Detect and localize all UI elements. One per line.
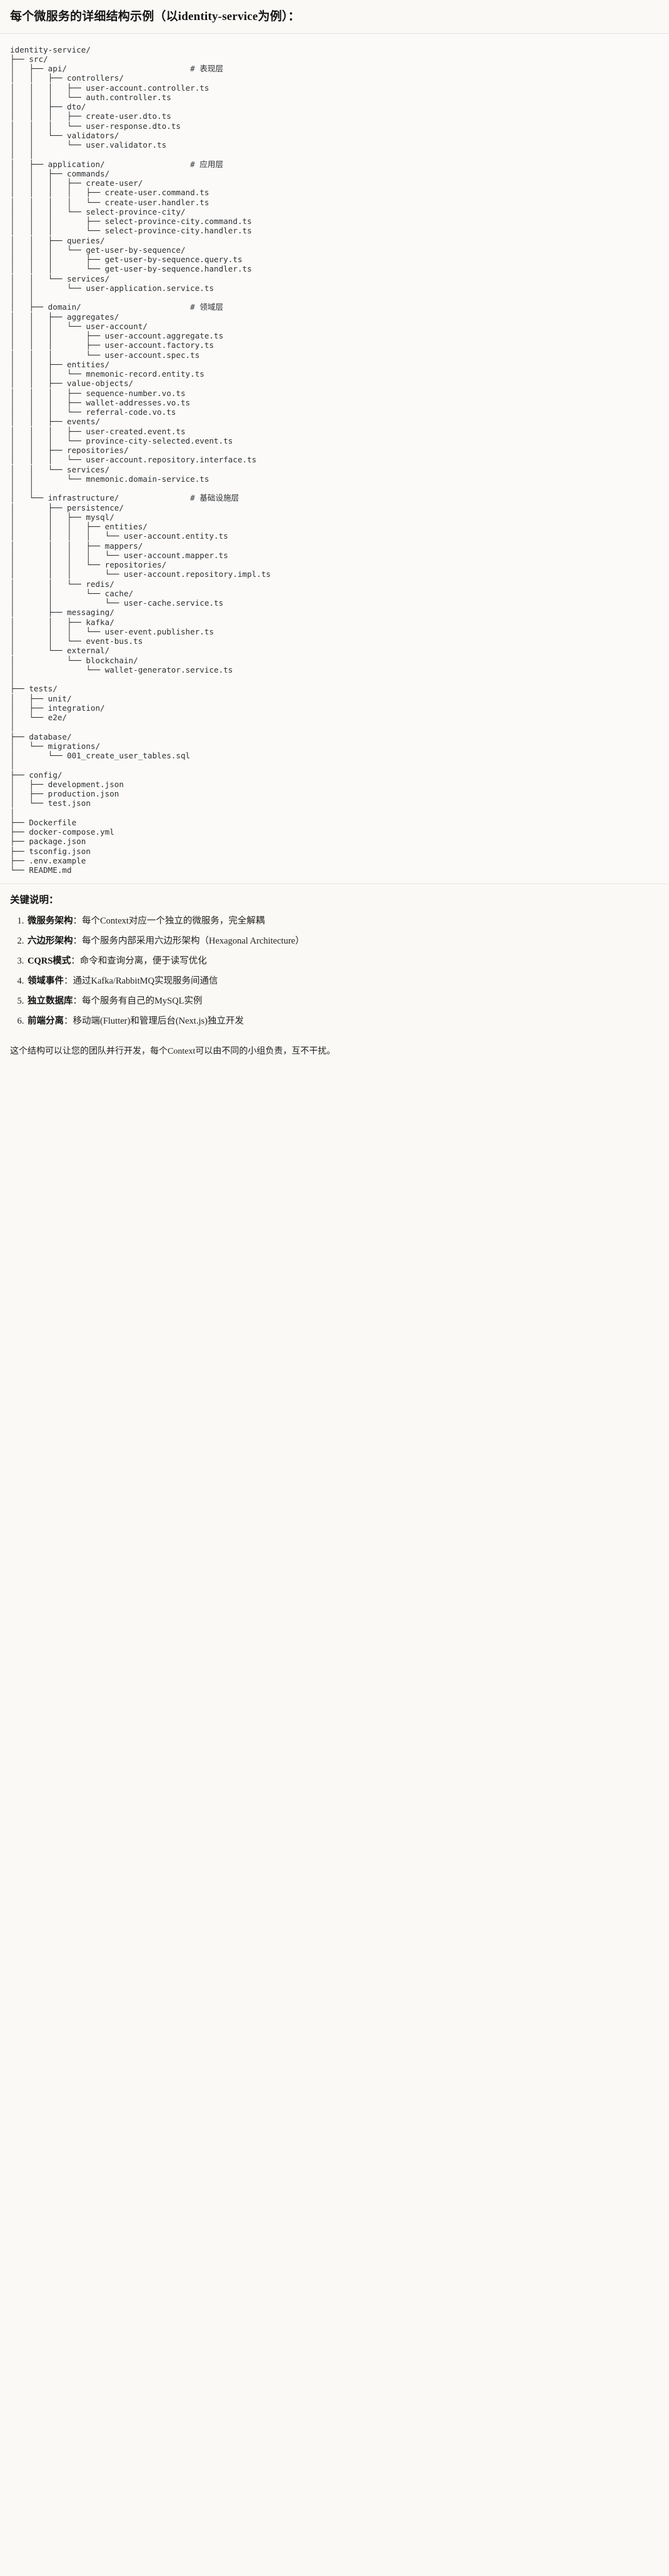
key-points-title: 关键说明：	[10, 895, 59, 906]
key-point-term: 领域事件	[28, 975, 64, 986]
key-point-term: 六边形架构	[28, 935, 73, 946]
key-point-separator: ：	[73, 915, 83, 926]
key-point-item: 领域事件：通过Kafka/RabbitMQ实现服务间通信	[26, 975, 659, 988]
key-point-separator: ：	[73, 935, 83, 946]
key-point-item: 前端分离：移动端(Flutter)和管理后台(Next.js)独立开发	[26, 1015, 659, 1028]
key-point-description: 通过Kafka/RabbitMQ实现服务间通信	[73, 975, 218, 986]
key-point-description: 每个服务有自己的MySQL实例	[82, 995, 203, 1006]
key-point-item: 微服务架构：每个Context对应一个独立的微服务，完全解耦	[26, 915, 659, 928]
key-point-term: 独立数据库	[28, 995, 73, 1006]
key-point-description: 每个Context对应一个独立的微服务，完全解耦	[82, 915, 265, 926]
key-point-separator: ：	[64, 1016, 73, 1026]
key-point-item: 独立数据库：每个服务有自己的MySQL实例	[26, 995, 659, 1008]
directory-tree-block: identity-service/ ├── src/ │ ├── api/ # …	[0, 33, 669, 885]
key-point-term: CQRS模式	[28, 955, 71, 966]
footer-note: 这个结构可以让您的团队并行开发，每个Context可以由不同的小组负责，互不干扰…	[0, 1041, 669, 1067]
key-point-description: 命令和查询分离，便于读写优化	[79, 955, 207, 966]
page-header: 每个微服务的详细结构示例（以identity-service为例）：	[0, 0, 669, 34]
key-point-separator: ：	[71, 955, 80, 966]
page-root: 每个微服务的详细结构示例（以identity-service为例）： ident…	[0, 0, 669, 1067]
key-point-description: 移动端(Flutter)和管理后台(Next.js)独立开发	[73, 1016, 244, 1026]
key-point-separator: ：	[73, 995, 83, 1006]
key-point-item: CQRS模式：命令和查询分离，便于读写优化	[26, 955, 659, 968]
key-point-description: 每个服务内部采用六边形架构（Hexagonal Architecture）	[82, 935, 304, 946]
key-point-term: 前端分离	[28, 1016, 64, 1026]
key-points-list: 微服务架构：每个Context对应一个独立的微服务，完全解耦六边形架构：每个服务…	[10, 915, 659, 1028]
key-points-section: 关键说明： 微服务架构：每个Context对应一个独立的微服务，完全解耦六边形架…	[0, 884, 669, 1041]
directory-tree: identity-service/ ├── src/ │ ├── api/ # …	[10, 44, 271, 875]
key-point-item: 六边形架构：每个服务内部采用六边形架构（Hexagonal Architectu…	[26, 935, 659, 948]
page-title: 每个微服务的详细结构示例（以identity-service为例）：	[10, 10, 300, 23]
key-point-term: 微服务架构	[28, 915, 73, 926]
key-point-separator: ：	[64, 975, 73, 986]
